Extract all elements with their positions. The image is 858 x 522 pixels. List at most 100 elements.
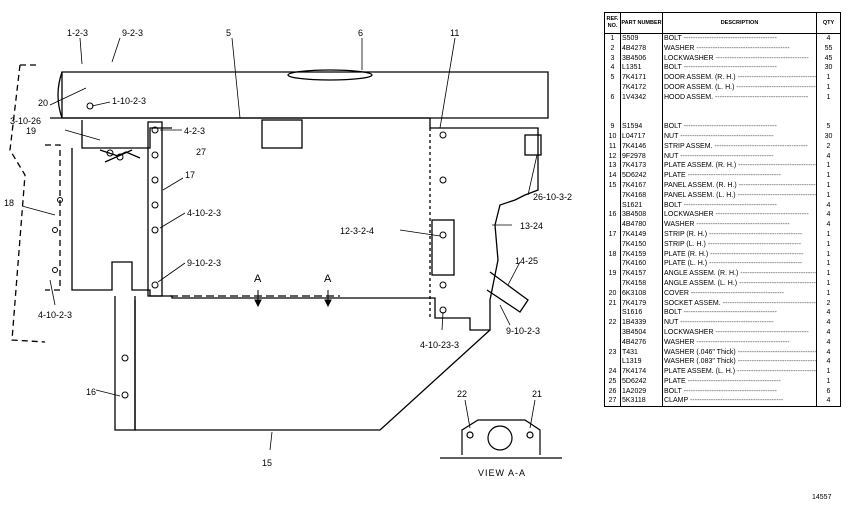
- cell-ref: [604, 278, 621, 289]
- cell-pn: 7K4171: [620, 73, 663, 83]
- dot-leader: ----------------------------------------: [678, 132, 774, 140]
- cell-desc: PLATE (L. H.) --------------------------…: [662, 259, 817, 270]
- cell-ref: [604, 190, 621, 201]
- dot-leader: ----------------------------------------: [713, 211, 809, 219]
- dot-leader: ----------------------------------------: [694, 221, 790, 229]
- cell-pn: 4B4780: [620, 220, 663, 230]
- cell-pn: 3B4508: [620, 210, 663, 221]
- dot-leader: ----------------------------------------: [681, 35, 777, 42]
- dot-leader: ----------------------------------------: [678, 152, 774, 160]
- callout: 19: [26, 126, 36, 136]
- cell-pn: 4B4278: [620, 43, 663, 54]
- header-part-number: PART NUMBER: [620, 12, 663, 34]
- cell-qty: 4: [826, 152, 831, 160]
- cell-pn: S1616: [620, 308, 663, 319]
- cell-qty: 1: [826, 83, 831, 91]
- view-aa-bracket: [461, 419, 541, 455]
- cell-qty: 4: [826, 221, 831, 229]
- cell-pn: 5D6242: [620, 171, 663, 181]
- cell-pn: 7K4149: [620, 229, 663, 240]
- cell-pn: 7K4179: [620, 298, 663, 309]
- cell-qty: 1: [826, 368, 831, 376]
- cell-qty: 4: [826, 338, 831, 346]
- cell-pn: 7K4146: [620, 141, 663, 152]
- table-row: [604, 102, 841, 113]
- cell-pn: L1319: [620, 357, 663, 368]
- callout: 27: [196, 147, 206, 157]
- cell-desc: WASHER (.046" Thick) -------------------…: [662, 347, 817, 358]
- cell-desc: DOOR ASSEM. (L. H.) --------------------…: [662, 82, 817, 93]
- dot-leader: ----------------------------------------: [707, 230, 803, 238]
- cell-desc: WASHER ---------------------------------…: [662, 220, 817, 230]
- dot-leader: ----------------------------------------: [681, 309, 777, 317]
- cell-pn: 5D6242: [620, 376, 663, 387]
- cell-desc: PANEL ASSEM. (R. H.) -------------------…: [662, 180, 817, 191]
- cell-pn: L04717: [620, 131, 663, 142]
- callout: 9-2-3: [122, 28, 143, 38]
- dot-leader: ----------------------------------------: [708, 250, 804, 258]
- cell-qty: 4: [826, 319, 831, 327]
- callout: 1-2-3: [67, 28, 88, 38]
- cell-qty: 30: [824, 132, 833, 140]
- cell-pn: 3B4504: [620, 327, 663, 338]
- cell-ref: 21: [604, 298, 621, 309]
- cell-qty: 2: [826, 142, 831, 150]
- cell-qty: 2: [826, 299, 831, 307]
- dot-leader: ----------------------------------------: [707, 260, 803, 268]
- cell-pn: 7K4168: [620, 190, 663, 201]
- cell-desc: PANEL ASSEM. (L. H.) -------------------…: [662, 190, 817, 201]
- cell-qty: 1: [826, 162, 831, 170]
- cell-ref: 3: [604, 53, 621, 64]
- cell-pn: 7K4150: [620, 239, 663, 250]
- cell-ref: 17: [604, 229, 621, 240]
- callout: 21: [532, 389, 542, 399]
- cell-desc: PLATE ASSEM. (R. H.) -------------------…: [662, 161, 817, 172]
- cell-ref: 18: [604, 249, 621, 260]
- plate-16: [114, 296, 136, 431]
- cell-desc: ANGLE ASSEM. (L. H.) -------------------…: [662, 278, 817, 289]
- cell-desc: [662, 112, 817, 123]
- cell-pn: L1351: [620, 63, 663, 74]
- callout: 14-25: [515, 256, 538, 266]
- cell-pn: 7K4160: [620, 259, 663, 270]
- cell-qty: 4: [826, 35, 831, 42]
- cell-pn: 3B4506: [620, 53, 663, 64]
- callout: 15: [262, 458, 272, 468]
- cell-ref: 25: [604, 376, 621, 387]
- cell-qty: 1: [826, 240, 831, 248]
- cell-qty: 1: [826, 377, 831, 385]
- cell-desc: BOLT -----------------------------------…: [662, 308, 817, 319]
- cell-qty: 45: [824, 54, 833, 62]
- cell-qty: 1: [826, 230, 831, 238]
- cell-pn: 7K4173: [620, 161, 663, 172]
- cell-ref: 16: [604, 210, 621, 221]
- cell-qty: 4: [826, 309, 831, 317]
- dot-leader: ----------------------------------------: [694, 44, 790, 52]
- cell-ref: [604, 200, 621, 211]
- dot-leader: ----------------------------------------: [688, 289, 785, 297]
- cell-qty: 1: [826, 250, 831, 258]
- cell-ref: 19: [604, 269, 621, 279]
- cell-desc: STRIP (L. H.) --------------------------…: [662, 239, 817, 250]
- cell-desc: NUT ------------------------------------…: [662, 151, 817, 162]
- mount-block: [261, 119, 303, 149]
- hood-rail: [61, 71, 549, 119]
- cell-desc: [662, 102, 817, 113]
- dot-leader: ----------------------------------------: [713, 54, 809, 62]
- dot-leader: ----------------------------------------: [713, 328, 809, 336]
